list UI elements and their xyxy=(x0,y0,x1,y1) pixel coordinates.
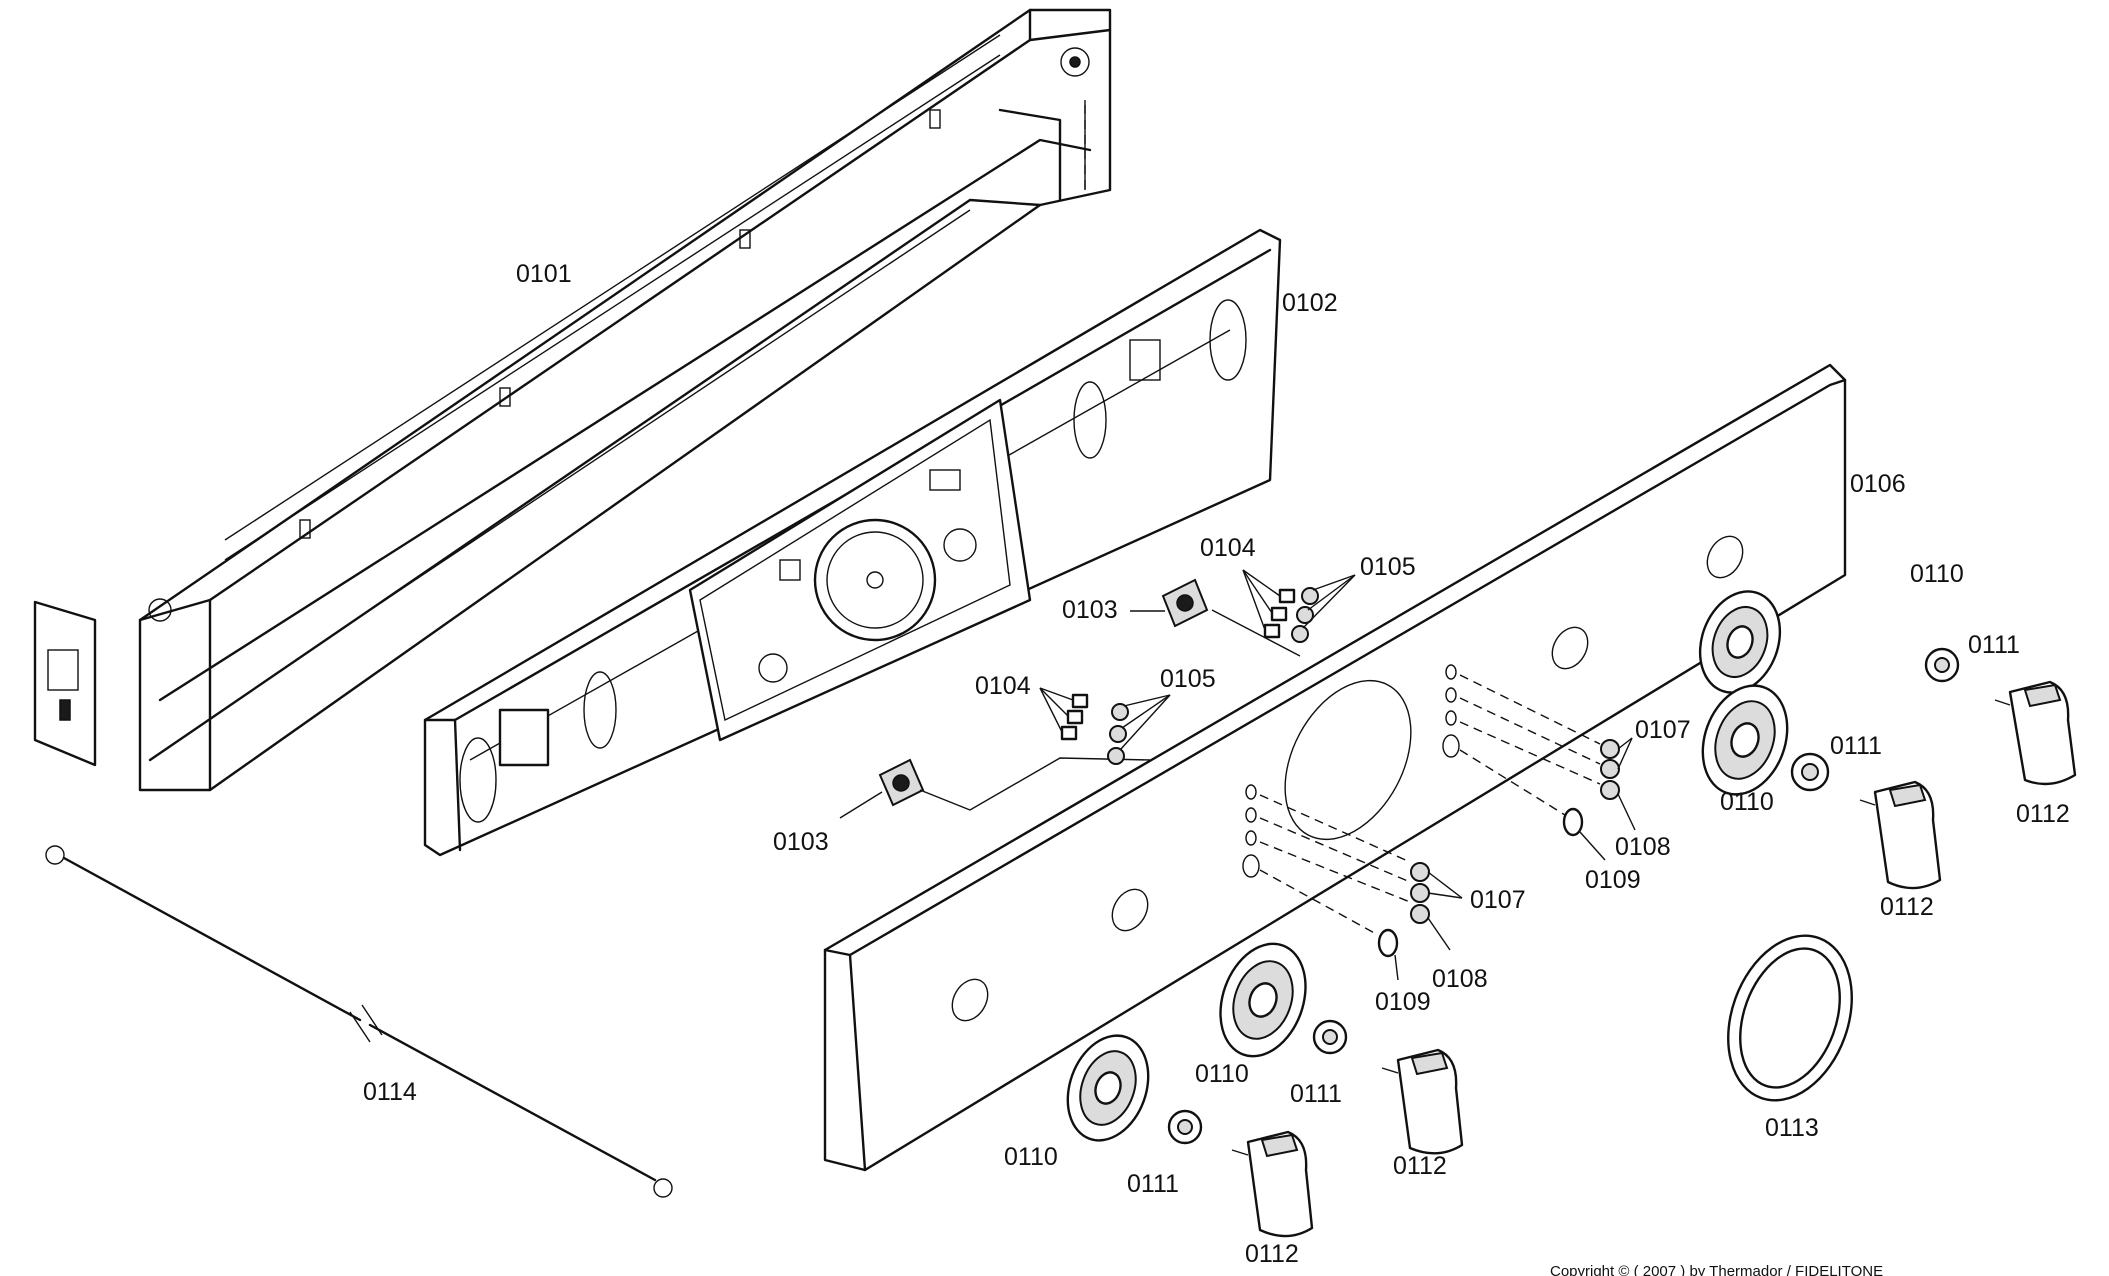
label-0105-lower: 0105 xyxy=(1160,665,1216,693)
label-0109-upper: 0109 xyxy=(1585,866,1641,894)
label-0110-a: 0110 xyxy=(1910,560,1964,588)
label-0103-upper: 0103 xyxy=(1062,596,1118,624)
part-0111-adapter-d xyxy=(1167,1109,1203,1145)
part-0110-bezel-c xyxy=(1219,942,1307,1058)
label-0103-lower: 0103 xyxy=(773,828,829,856)
part-0112-knob-c xyxy=(1381,1048,1464,1155)
label-0112-d: 0112 xyxy=(1245,1240,1299,1268)
part-0103-switch-upper xyxy=(1130,578,1301,657)
label-0104-lower: 0104 xyxy=(975,672,1031,700)
label-0111-a: 0111 xyxy=(1968,631,2020,659)
label-0110-d: 0110 xyxy=(1004,1143,1058,1171)
part-0102-control-housing xyxy=(423,228,1282,857)
assembly-lines xyxy=(1259,674,1601,936)
label-0104-upper: 0104 xyxy=(1200,534,1256,562)
label-0108-upper: 0108 xyxy=(1615,833,1671,861)
part-0110-bezel-d xyxy=(1066,1034,1150,1142)
label-0112-a: 0112 xyxy=(2016,800,2070,828)
part-0107-0108-0109-upper xyxy=(1562,737,1636,861)
label-0111-b: 0111 xyxy=(1830,732,1882,760)
label-0111-c: 0111 xyxy=(1290,1080,1342,1108)
label-0106: 0106 xyxy=(1850,470,1906,498)
part-0113-display-ring xyxy=(1727,934,1853,1102)
label-0111-d: 0111 xyxy=(1127,1170,1179,1198)
part-0101-back-frame xyxy=(33,8,1112,792)
part-0111-adapter-c xyxy=(1312,1019,1348,1055)
part-0104-0105-led-cluster-upper xyxy=(1242,569,1356,643)
label-0107-lower: 0107 xyxy=(1470,886,1526,914)
copyright-text: Copyright © ( 2007 ) by Thermador / FIDE… xyxy=(1550,1263,1883,1276)
label-0107-upper: 0107 xyxy=(1635,716,1691,744)
part-0112-knob-b xyxy=(1859,780,1942,890)
label-0110-c: 0110 xyxy=(1195,1060,1249,1088)
part-0110-bezel-a xyxy=(1698,590,1782,694)
part-0111-adapter-a xyxy=(1924,647,1960,683)
label-0109-lower: 0109 xyxy=(1375,988,1431,1016)
part-0111-adapter-b xyxy=(1790,752,1830,792)
part-0112-knob-a xyxy=(1994,680,2077,786)
label-0112-b: 0112 xyxy=(1880,893,1934,921)
part-0107-0108-0109-lower xyxy=(1377,862,1463,981)
label-0101: 0101 xyxy=(516,260,572,288)
label-0114: 0114 xyxy=(363,1078,417,1106)
label-0105-upper: 0105 xyxy=(1360,553,1416,581)
label-0102: 0102 xyxy=(1282,289,1338,317)
label-0110-b: 0110 xyxy=(1720,788,1774,816)
label-0113: 0113 xyxy=(1765,1114,1819,1142)
part-labels: 0101 0102 0103 0103 0104 0104 0105 0105 … xyxy=(363,260,2070,1268)
part-0103-switch-lower xyxy=(839,757,1151,819)
label-0108-lower: 0108 xyxy=(1432,965,1488,993)
part-0104-0105-led-cluster-lower xyxy=(1039,687,1171,765)
part-0114-ground-wire xyxy=(45,845,673,1198)
label-0112-c: 0112 xyxy=(1393,1152,1447,1180)
part-0112-knob-d xyxy=(1231,1130,1314,1238)
part-0106-front-panel xyxy=(823,363,1847,1172)
part-0110-bezel-b xyxy=(1701,684,1789,796)
